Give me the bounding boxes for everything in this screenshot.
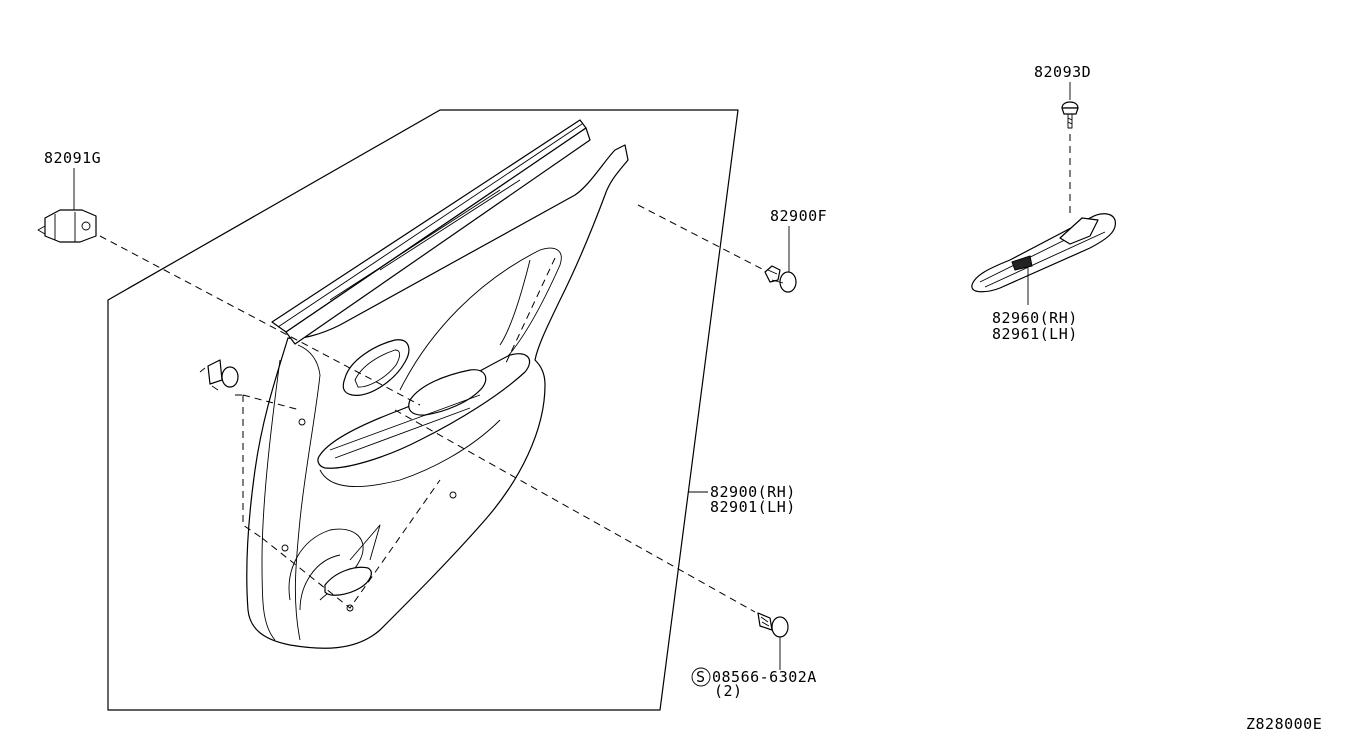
- screw-symbol-circle: [691, 667, 711, 687]
- dash-82091g: [99, 235, 421, 406]
- label-82093d: 82093D: [1034, 63, 1091, 81]
- door-trim-panel[interactable]: [246, 119, 629, 649]
- label-trim-rh: 82900(RH): [710, 483, 796, 501]
- screw-82093d-part[interactable]: [1061, 101, 1079, 129]
- label-trim-lh: 82901(LH): [710, 498, 796, 516]
- clip-guide-left: [242, 394, 301, 539]
- clip-82091g-part[interactable]: [37, 209, 97, 243]
- screw-symbol: S: [696, 668, 706, 686]
- clip-left-part[interactable]: [199, 359, 239, 391]
- label-finisher-rh: 82960(RH): [992, 309, 1078, 327]
- clip-82900f-part[interactable]: [764, 265, 797, 293]
- label-finisher-lh: 82961(LH): [992, 325, 1078, 343]
- clip-guide-upper: [504, 257, 556, 366]
- clip-guide-lower: [261, 479, 441, 609]
- assembly-frame: [107, 109, 739, 711]
- screw-08566-part[interactable]: [757, 612, 789, 638]
- diagram-code: Z828000E: [1246, 715, 1322, 733]
- dash-82900f: [637, 204, 765, 271]
- dash-screw: [394, 409, 756, 613]
- finisher-part[interactable]: [971, 213, 1116, 293]
- label-screw-part: 08566-6302A: [712, 668, 817, 686]
- label-screw-qty: (2): [714, 682, 743, 700]
- label-82091g: 82091G: [44, 149, 101, 167]
- label-82900f: 82900F: [770, 207, 827, 225]
